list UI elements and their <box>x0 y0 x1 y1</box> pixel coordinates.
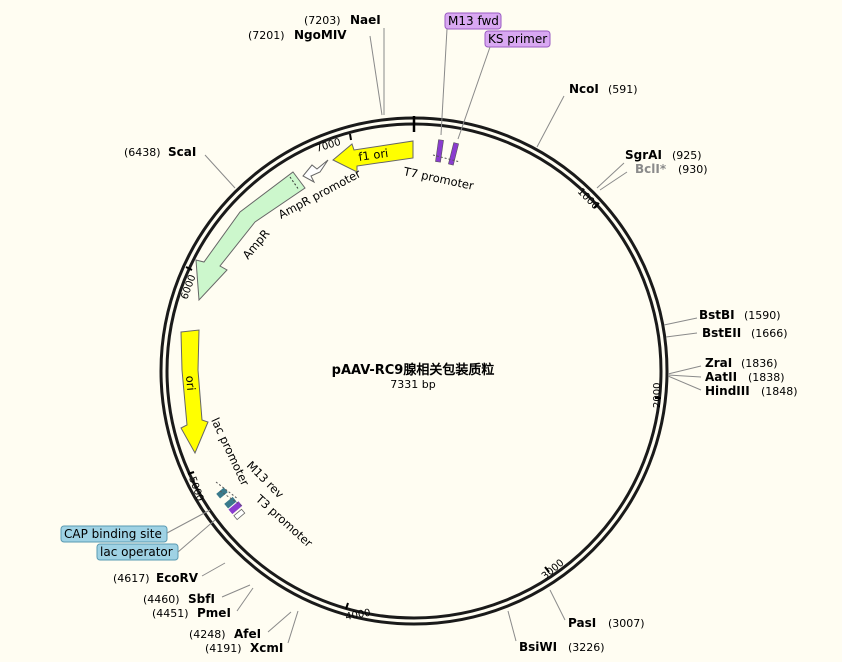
site-name-xcmi[interactable]: XcmI <box>250 641 283 655</box>
site-name-ncoi[interactable]: NcoI <box>569 82 599 96</box>
top-primer-marks[interactable] <box>432 139 461 166</box>
site-pos-afei: (4248) <box>189 628 226 641</box>
site-pos-sbfi: (4460) <box>143 593 180 606</box>
site-name-aatii[interactable]: AatII <box>705 370 737 384</box>
plasmid-length: 7331 bp <box>390 378 435 391</box>
m13-fwd-text: M13 fwd <box>448 14 499 28</box>
site-pos-ecorv: (4617) <box>113 572 150 585</box>
lac-operator-text: lac operator <box>100 545 173 559</box>
site-pos-scai: (6438) <box>124 146 161 159</box>
lac-region-features[interactable] <box>215 481 246 521</box>
connector-lines <box>166 28 702 644</box>
site-name-bsteii[interactable]: BstEII <box>702 326 741 340</box>
ks-primer-mark <box>448 142 459 166</box>
ori-label: ori <box>183 375 198 391</box>
site-pos-pasi: (3007) <box>608 617 645 630</box>
cap-binding-site-text: CAP binding site <box>64 527 162 541</box>
t7-promoter-label: T7 promoter <box>401 164 475 193</box>
f1-ori-arrow[interactable] <box>332 140 414 173</box>
tick-label-1000: 1000 <box>575 186 601 212</box>
site-pos-ngomiv: (7201) <box>248 29 285 42</box>
f1-ori-label: f1 ori <box>357 146 389 164</box>
m13-fwd-mark <box>435 139 444 163</box>
site-name-bcli[interactable]: BclI* <box>635 162 667 176</box>
site-pos-aatii: (1838) <box>748 371 785 384</box>
site-name-zrai[interactable]: ZraI <box>705 356 732 370</box>
lac-promoter-dash-1 <box>215 481 239 500</box>
site-name-ecorv[interactable]: EcoRV <box>156 571 199 585</box>
site-name-bsiwi[interactable]: BsiWI <box>519 640 557 654</box>
site-name-sbfi[interactable]: SbfI <box>188 592 215 606</box>
site-name-pasi[interactable]: PasI <box>568 616 596 630</box>
tick-label-4000: 4000 <box>345 608 372 623</box>
site-pos-ncoi: (591) <box>608 83 638 96</box>
t7-promoter-dash <box>432 154 461 163</box>
site-name-pmei[interactable]: PmeI <box>197 606 231 620</box>
t3-promoter-label: T3 promoter <box>252 491 315 550</box>
site-pos-hindiii: (1848) <box>761 385 798 398</box>
ampr-dashed-segment <box>289 176 300 191</box>
m13-fwd-box[interactable] <box>444 12 502 30</box>
site-pos-bsteii: (1666) <box>751 327 788 340</box>
site-name-bstbi[interactable]: BstBI <box>699 308 735 322</box>
m13-rev-mark <box>228 501 243 515</box>
scale-ticks <box>185 133 661 610</box>
site-name-sgrai[interactable]: SgrAI <box>625 148 662 162</box>
site-pos-sgrai: (925) <box>672 149 702 162</box>
ori-arrow[interactable] <box>180 329 209 455</box>
site-name-naei[interactable]: NaeI <box>350 13 381 27</box>
tick-label-2000: 2000 <box>652 383 663 408</box>
cap-binding-site-mark <box>216 487 228 499</box>
lac-promoter-label: lac promoter <box>208 415 252 488</box>
site-name-afei[interactable]: AfeI <box>234 627 261 641</box>
site-pos-bstbi: (1590) <box>744 309 781 322</box>
lac-promoter-dash-2 <box>219 490 243 507</box>
ks-primer-box[interactable] <box>484 30 551 48</box>
cap-binding-site-box[interactable] <box>60 525 168 543</box>
site-name-ngomiv[interactable]: NgoMIV <box>294 28 347 42</box>
restriction-sites[interactable]: (7203) NaeI (7201) NgoMIV NcoI (591) Sgr… <box>113 13 798 655</box>
plasmid-name: pAAV-RC9腺相关包装质粒 <box>332 362 495 378</box>
ks-primer-text: KS primer <box>488 32 547 46</box>
site-pos-bcli: (930) <box>678 163 708 176</box>
tick-label-6000: 6000 <box>179 273 198 301</box>
t3-promoter-mark <box>233 508 246 521</box>
ampr-arrow[interactable] <box>195 171 306 302</box>
site-pos-pmei: (4451) <box>152 607 189 620</box>
site-name-scai[interactable]: ScaI <box>168 145 196 159</box>
site-pos-naei: (7203) <box>304 14 341 27</box>
site-name-hindiii[interactable]: HindIII <box>705 384 750 398</box>
tick-label-7000: 7000 <box>315 137 343 155</box>
site-pos-bsiwi: (3226) <box>568 641 605 654</box>
site-pos-zrai: (1836) <box>741 357 778 370</box>
site-pos-xcmi: (4191) <box>205 642 242 655</box>
ampr-promoter-arrow[interactable] <box>302 159 329 184</box>
